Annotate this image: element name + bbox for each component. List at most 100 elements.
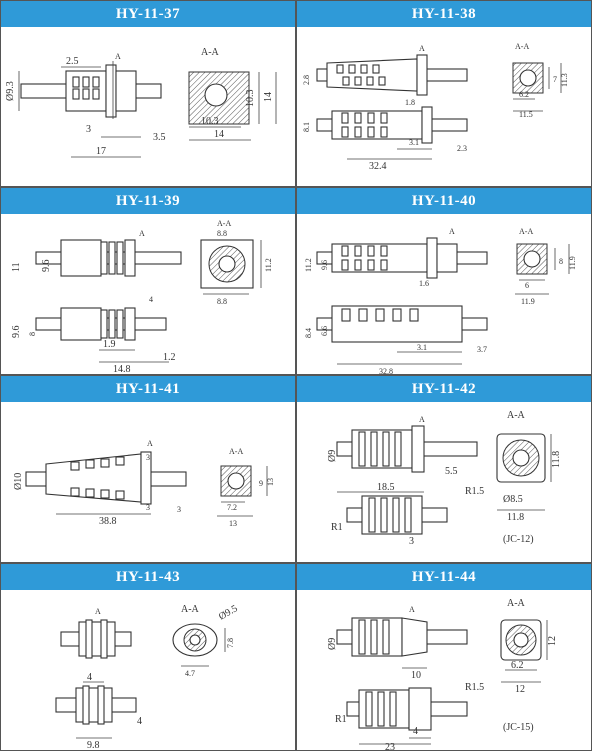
panel-title: HY-11-40: [297, 188, 591, 214]
svg-text:4.7: 4.7: [185, 669, 195, 678]
svg-text:2.8: 2.8: [302, 75, 311, 85]
svg-text:14: 14: [214, 129, 224, 140]
svg-text:9: 9: [259, 479, 263, 488]
svg-text:A: A: [449, 227, 455, 236]
svg-text:1.6: 1.6: [419, 279, 429, 288]
svg-text:8: 8: [559, 257, 563, 266]
svg-text:R1.5: R1.5: [465, 486, 484, 497]
svg-text:9.6: 9.6: [320, 260, 329, 270]
svg-text:R1: R1: [335, 714, 347, 725]
svg-text:6: 6: [525, 281, 529, 290]
svg-text:Ø9: Ø9: [327, 638, 338, 650]
svg-text:13: 13: [229, 519, 237, 528]
svg-text:(JC-12): (JC-12): [503, 534, 534, 545]
svg-text:A-A: A-A: [507, 598, 526, 609]
drawing-hy-11-37: A 2.5 Ø9.3 3 3.5 17 A-A 10.3 14 10.3 14: [5, 47, 277, 158]
svg-text:11.8: 11.8: [507, 512, 524, 523]
panel-title: HY-11-41: [1, 376, 295, 402]
svg-text:Ø9.5: Ø9.5: [217, 603, 240, 622]
drawing-hy-11-43: A 4 9.8 4 A-A Ø9.5 4.7 7.8: [55, 603, 240, 751]
svg-text:Ø9: Ø9: [327, 450, 338, 462]
svg-text:23: 23: [385, 742, 395, 751]
panel-hy-11-40: HY-11-40 11.2 9.6 A 1.6 8.4 6.6 3.1 3.7: [296, 187, 592, 375]
svg-text:11.2: 11.2: [304, 258, 313, 272]
panel-title: HY-11-38: [297, 1, 591, 27]
drawing-hy-11-44: Ø9 A 10 R1 4 23 A-A 6.2 12 12: [327, 598, 558, 751]
svg-text:11.8: 11.8: [551, 451, 562, 468]
svg-text:Ø8.5: Ø8.5: [503, 494, 523, 505]
panel-title: HY-11-42: [297, 376, 591, 402]
svg-text:A: A: [147, 439, 153, 448]
panel-hy-11-39: HY-11-39 11 9.6 A 9.6 8 4 1.9 14.8 1.2 A…: [0, 187, 296, 375]
svg-text:18.5: 18.5: [377, 482, 395, 493]
svg-text:A-A: A-A: [217, 219, 231, 228]
svg-text:12: 12: [547, 636, 558, 646]
svg-text:5.5: 5.5: [445, 466, 458, 477]
svg-text:3: 3: [86, 124, 91, 135]
svg-text:A-A: A-A: [519, 227, 533, 236]
svg-text:A: A: [409, 605, 415, 614]
svg-text:A-A: A-A: [229, 447, 243, 456]
svg-text:13: 13: [266, 478, 275, 486]
svg-text:14: 14: [263, 92, 274, 102]
svg-text:9.8: 9.8: [87, 740, 100, 751]
svg-text:32.4: 32.4: [369, 161, 387, 172]
svg-text:7.8: 7.8: [226, 638, 235, 648]
svg-text:3: 3: [146, 503, 150, 512]
svg-text:1.9: 1.9: [103, 339, 116, 350]
svg-text:6.6: 6.6: [320, 326, 329, 336]
svg-text:7: 7: [553, 75, 557, 84]
svg-text:3.5: 3.5: [153, 132, 166, 143]
svg-text:4: 4: [137, 716, 142, 727]
svg-text:Ø9.3: Ø9.3: [5, 81, 16, 101]
svg-text:11.3: 11.3: [560, 73, 569, 87]
panel-hy-11-44: HY-11-44 Ø9 A 10 R1 4 23 A-A: [296, 563, 592, 751]
panel-hy-11-37: HY-11-37 A 2.5 Ø9.3 3 3.5 17 A-A: [0, 0, 296, 187]
panel-title: HY-11-44: [297, 564, 591, 590]
svg-text:A: A: [139, 229, 145, 238]
svg-text:3.7: 3.7: [477, 345, 487, 354]
svg-text:17: 17: [96, 146, 106, 157]
svg-text:2.5: 2.5: [66, 56, 79, 67]
drawing-hy-11-39: 11 9.6 A 9.6 8 4 1.9 14.8 1.2 A-A 8.8 8.…: [11, 219, 273, 375]
svg-text:4: 4: [413, 726, 418, 737]
svg-text:2.3: 2.3: [457, 144, 467, 153]
svg-text:10.3: 10.3: [201, 116, 219, 127]
svg-text:11.5: 11.5: [519, 110, 533, 119]
svg-text:8.1: 8.1: [302, 122, 311, 132]
svg-text:R1.5: R1.5: [465, 682, 484, 693]
svg-text:A-A: A-A: [507, 410, 526, 421]
panel-hy-11-38: HY-11-38 2.8 A 8.1 1.8 3.1 2.3 32.: [296, 0, 592, 187]
svg-text:9.6: 9.6: [11, 326, 22, 339]
svg-text:9.6: 9.6: [41, 260, 52, 273]
svg-text:8.8: 8.8: [217, 229, 227, 238]
svg-text:3.1: 3.1: [409, 138, 419, 147]
drawing-hy-11-41: Ø10 A 38.8 3 3 3 A-A 7.2 13 9 13: [13, 439, 275, 528]
svg-text:A-A: A-A: [181, 604, 200, 615]
panel-title: HY-11-37: [1, 1, 295, 27]
svg-text:7.2: 7.2: [227, 503, 237, 512]
svg-text:1.8: 1.8: [405, 98, 415, 107]
svg-text:12: 12: [515, 684, 525, 695]
svg-text:(JC-15): (JC-15): [503, 722, 534, 733]
panel-hy-11-42: HY-11-42 Ø9 A 18.5 5.5 R1 3 A-A Ø8.5: [296, 375, 592, 563]
svg-text:A: A: [95, 607, 101, 616]
panel-title: HY-11-43: [1, 564, 295, 590]
svg-text:14.8: 14.8: [113, 364, 131, 375]
svg-text:4: 4: [87, 672, 92, 683]
svg-text:11: 11: [11, 262, 22, 272]
svg-text:1.2: 1.2: [163, 352, 176, 363]
panel-hy-11-43: HY-11-43 A 4 9.8 4 A-A Ø9.5 4.7 7.8: [0, 563, 296, 751]
svg-text:A: A: [419, 415, 425, 424]
drawing-hy-11-38: 2.8 A 8.1 1.8 3.1 2.3 32.4 A-A 6.2 11.5: [302, 42, 569, 172]
svg-text:6.2: 6.2: [519, 90, 529, 99]
panel-title: HY-11-39: [1, 188, 295, 214]
svg-text:3.1: 3.1: [417, 343, 427, 352]
svg-text:4: 4: [149, 295, 153, 304]
svg-text:3: 3: [146, 453, 150, 462]
svg-text:A-A: A-A: [201, 47, 220, 58]
svg-text:8: 8: [28, 332, 37, 336]
svg-text:11.9: 11.9: [521, 297, 535, 306]
svg-text:A: A: [115, 52, 121, 61]
svg-text:10.3: 10.3: [245, 90, 256, 108]
